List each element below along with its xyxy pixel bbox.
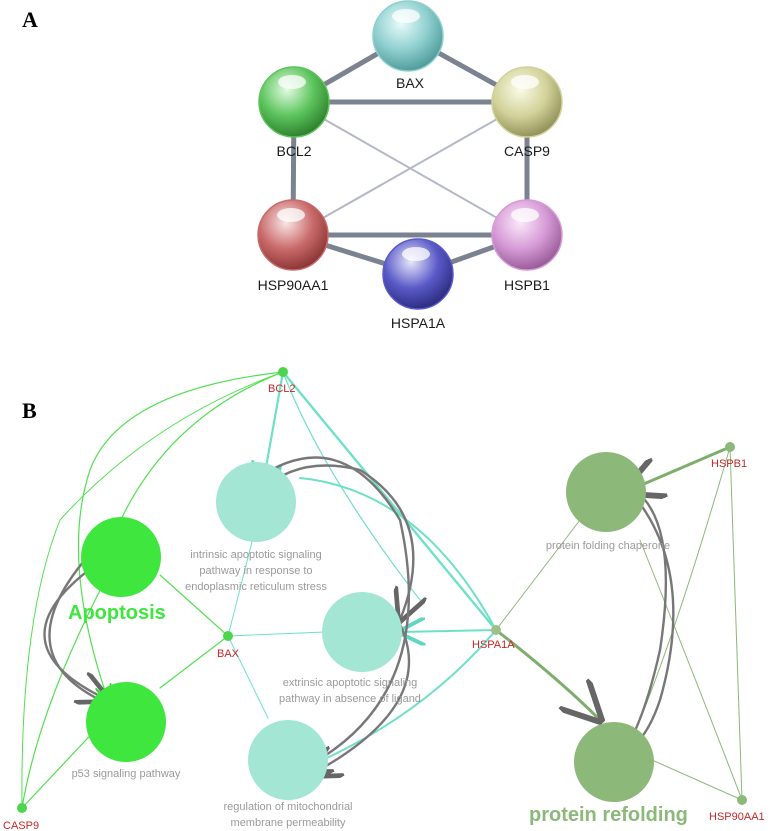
gene-label-bax: BAX [217, 648, 240, 660]
ppi-node-hspa1a[interactable]: HSPA1A [382, 238, 454, 331]
term-label-p53: p53 signaling pathway [72, 768, 181, 780]
gene-nodes [17, 367, 747, 813]
term-node-apoptosis[interactable] [81, 517, 161, 597]
ppi-node-label-casp9: CASP9 [504, 143, 550, 159]
gene-node-hspb1[interactable] [725, 442, 735, 452]
term-label-extrinsic-2: pathway in absence of ligand [279, 693, 421, 705]
ppi-node-sphere-bcl2[interactable] [258, 66, 330, 138]
gene-node-casp9[interactable] [17, 803, 27, 813]
ppi-node-sphere-hspb1[interactable] [491, 199, 563, 271]
panel-b-label: B [22, 398, 37, 423]
gene-label-bcl2: BCL2 [268, 383, 296, 395]
ppi-node-highlight [511, 208, 539, 222]
ppi-node-label-hsp90aa1: HSP90AA1 [258, 277, 329, 293]
term-node-chaperone[interactable] [566, 452, 646, 532]
ppi-node-label-bcl2: BCL2 [276, 143, 311, 159]
ppi-node-highlight [402, 247, 430, 261]
term-label-intrinsic-2: pathway in response to [199, 565, 312, 577]
gene-label-hspa1a: HSPA1A [472, 639, 515, 651]
panel-a-label: A [22, 7, 38, 32]
group-label-apoptosis: Apoptosis [68, 602, 166, 624]
term-labels: intrinsic apoptotic signaling pathway in… [72, 540, 671, 829]
ppi-node-highlight [277, 208, 305, 222]
term-node-refolding[interactable] [574, 722, 654, 802]
term-nodes [81, 452, 654, 802]
enrichment-network: BCL2 BAX CASP9 HSPA1A HSPB1 HSP90AA1 int… [3, 367, 765, 831]
ppi-node-bcl2[interactable]: BCL2 [258, 66, 330, 159]
ppi-edge-casp9-hsp90aa1 [292, 101, 528, 236]
gene-node-hsp90aa1[interactable] [737, 795, 747, 805]
term-node-intrinsic[interactable] [216, 462, 296, 542]
term-label-mito-1: regulation of mitochondrial [223, 801, 352, 813]
ppi-node-sphere-bax[interactable] [372, 0, 444, 72]
term-node-mito[interactable] [248, 720, 328, 800]
ppi-node-sphere-hsp90aa1[interactable] [257, 199, 329, 271]
term-label-mito-2: membrane permeability [231, 817, 346, 829]
ppi-node-sphere-hspa1a[interactable] [382, 238, 454, 310]
gene-label-casp9: CASP9 [3, 820, 39, 831]
ppi-node-hsp90aa1[interactable]: HSP90AA1 [257, 199, 329, 293]
group-label-protein-refolding: protein refolding [529, 804, 688, 826]
ppi-node-label-hspb1: HSPB1 [504, 277, 550, 293]
ppi-node-bax[interactable]: BAX [372, 0, 444, 91]
gene-node-bcl2[interactable] [278, 367, 288, 377]
gene-label-hspb1: HSPB1 [711, 458, 747, 470]
ppi-node-casp9[interactable]: CASP9 [491, 66, 563, 159]
gene-node-hspa1a[interactable] [491, 625, 501, 635]
ppi-node-sphere-casp9[interactable] [491, 66, 563, 138]
ppi-node-highlight [278, 75, 306, 89]
term-node-extrinsic[interactable] [322, 592, 402, 672]
gene-labels: BCL2 BAX CASP9 HSPA1A HSPB1 HSP90AA1 [3, 383, 765, 831]
ppi-node-highlight [392, 9, 420, 23]
term-label-intrinsic-3: endoplasmic reticulum stress [185, 581, 327, 593]
ppi-node-label-hspa1a: HSPA1A [391, 315, 446, 331]
ppi-node-hspb1[interactable]: HSPB1 [491, 199, 563, 293]
term-label-chaperone: protein folding chaperone [546, 540, 670, 552]
term-label-intrinsic-1: intrinsic apoptotic signaling [190, 549, 321, 561]
ppi-node-label-bax: BAX [396, 75, 425, 91]
gene-label-hsp90aa1: HSP90AA1 [709, 811, 765, 823]
term-label-extrinsic-1: extrinsic apoptotic signaling [283, 677, 418, 689]
gene-node-bax[interactable] [223, 631, 233, 641]
ppi-node-highlight [511, 75, 539, 89]
term-node-p53[interactable] [86, 682, 166, 762]
